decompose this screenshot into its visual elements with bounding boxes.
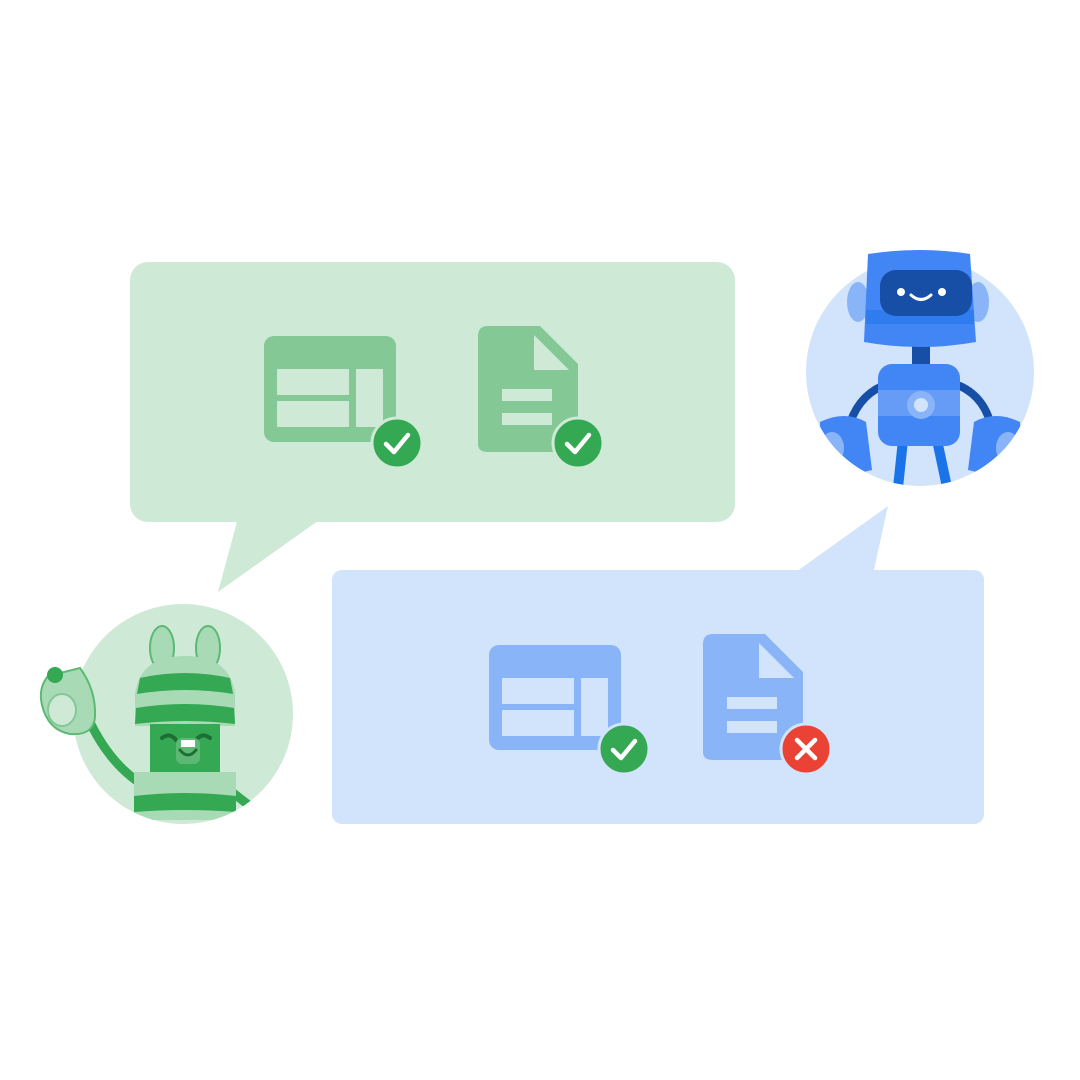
cross-icon	[779, 722, 833, 776]
document-icon	[478, 326, 578, 452]
table-icon	[489, 645, 621, 750]
green-creature-avatar	[39, 604, 293, 824]
blue-speech-bubble	[332, 506, 984, 824]
check-icon	[551, 416, 605, 470]
table-icon	[264, 336, 396, 442]
document-icon	[703, 634, 803, 760]
blue-robot-avatar	[806, 250, 1034, 486]
check-icon	[370, 416, 424, 470]
check-icon	[597, 722, 651, 776]
green-speech-bubble	[130, 262, 735, 592]
face	[160, 733, 212, 764]
hand	[39, 666, 97, 736]
